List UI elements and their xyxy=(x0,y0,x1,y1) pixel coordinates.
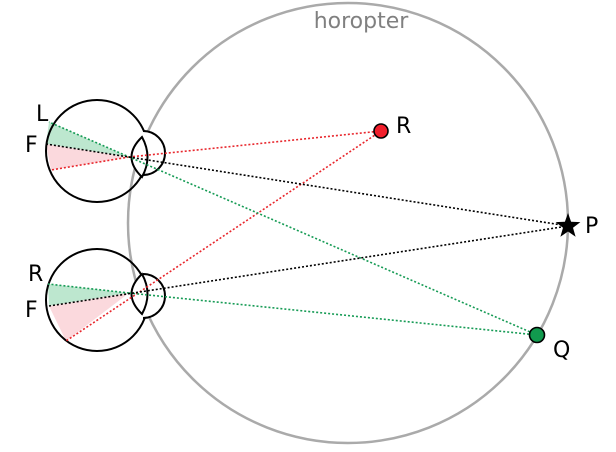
left-red-line-back xyxy=(50,156,130,171)
right-eye-top-label: R xyxy=(28,262,43,287)
right-eye-red-wedge xyxy=(49,293,129,341)
left-eye-red-wedge xyxy=(46,144,129,170)
point-p-star-icon xyxy=(555,213,581,237)
horopter-label: horopter xyxy=(314,9,410,34)
left-black-line xyxy=(45,143,569,227)
right-black-line xyxy=(48,225,569,307)
point-p-label: P xyxy=(585,214,598,239)
point-q-marker xyxy=(528,326,546,344)
sight-lines xyxy=(45,121,569,342)
right-eye-green-wedge xyxy=(48,284,129,306)
left-green-line xyxy=(48,121,538,336)
horopter-circle xyxy=(126,1,570,445)
right-lens xyxy=(130,272,149,316)
left-red-line-front xyxy=(128,130,382,158)
point-r-marker xyxy=(373,123,389,139)
left-lens xyxy=(130,135,149,179)
point-r-label: R xyxy=(396,114,411,139)
left-eye-fovea-label: F xyxy=(25,133,38,158)
left-eye-green-wedge xyxy=(46,122,129,157)
point-q-label: Q xyxy=(553,338,570,363)
right-red-line xyxy=(65,130,382,342)
right-green-line-back xyxy=(47,283,130,294)
right-eye-fovea-label: F xyxy=(25,298,38,323)
left-eye xyxy=(45,99,166,203)
right-green-line-front xyxy=(128,292,538,336)
left-eye-top-label: L xyxy=(36,102,49,127)
